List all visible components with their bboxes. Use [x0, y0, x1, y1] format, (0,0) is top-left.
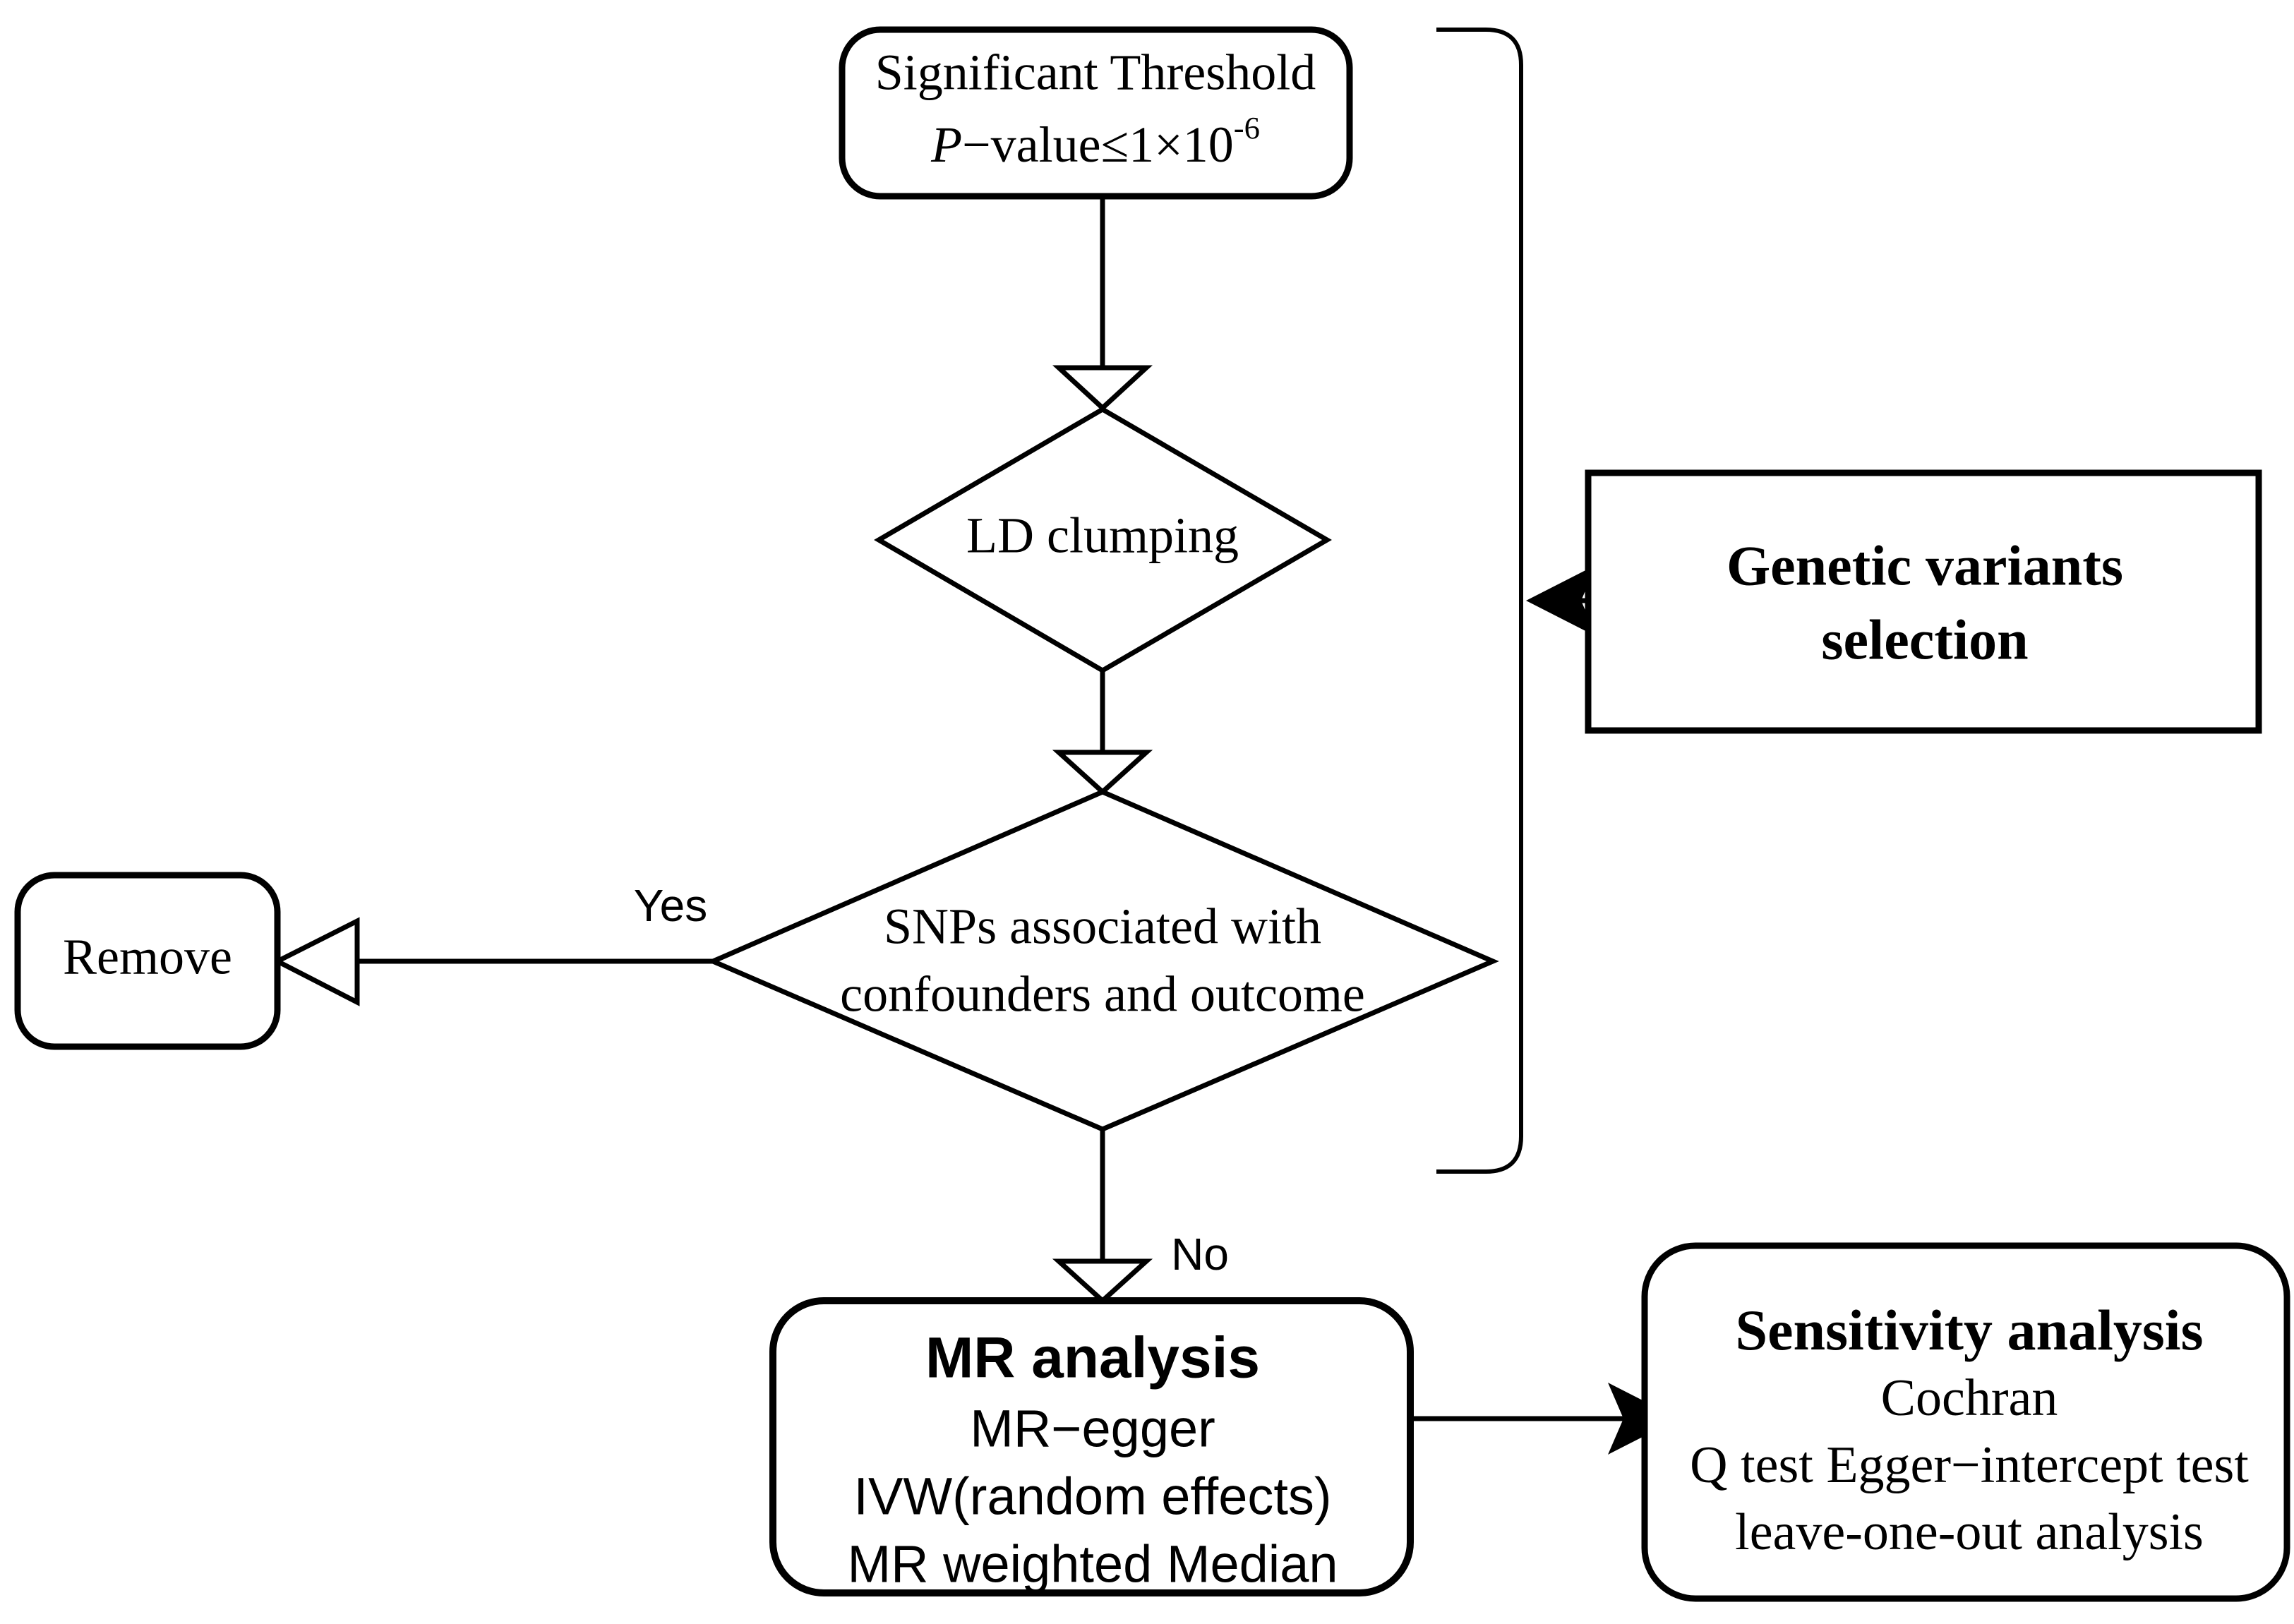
node-snps-association-shape[interactable] [707, 789, 1499, 1132]
node-sensitivity-analysis-item-1: Q test Egger−intercept test [1690, 1436, 2249, 1494]
node-snps-association-line1: SNPs associated with [884, 898, 1321, 955]
node-ld-clumping-label: LD clumping [966, 507, 1239, 564]
node-mr-analysis-shape[interactable] [769, 1297, 1414, 1596]
node-sensitivity-analysis-item-2: leave-one-out analysis [1735, 1503, 2204, 1561]
node-remove-shape[interactable] [14, 872, 281, 1050]
edge-label-no: No [1171, 1229, 1229, 1280]
node-genetic-variants-selection-line2: selection [1821, 609, 2028, 671]
node-mr-analysis-item-1: IVW(random effects) [853, 1467, 1331, 1526]
node-mr-analysis-item-2: MR weighted Median [847, 1535, 1338, 1594]
node-sensitivity-analysis-title: Sensitivity analysis [1736, 1298, 2204, 1362]
node-mr-analysis-item-0: MR−egger [970, 1400, 1215, 1458]
edge-genetic-to-bracket-arrowhead [1526, 565, 1597, 637]
p-value-symbol: P [930, 116, 962, 173]
node-snps-association-line2: confounders and outcome [840, 966, 1365, 1023]
feedback-bracket [1436, 28, 1523, 1174]
edge-snps-to-remove-arrowhead [272, 917, 360, 1006]
node-mr-analysis-title: MR analysis [925, 1326, 1260, 1390]
node-significant-threshold-line2: P−value≤1×10-6 [930, 110, 1260, 172]
node-remove-label: Remove [63, 929, 232, 985]
edge-ld-to-snps-arrowhead [1052, 750, 1153, 795]
node-genetic-variants-selection-line1: Genetic variants [1726, 535, 2123, 597]
edge-threshold-to-ld-arrowhead [1052, 365, 1153, 411]
node-sensitivity-analysis-shape[interactable] [1641, 1242, 2290, 1602]
p-value-exponent: -6 [1234, 110, 1260, 145]
node-significant-threshold-line1: Significant Threshold [875, 44, 1316, 101]
node-significant-threshold-shape[interactable] [839, 26, 1353, 200]
node-genetic-variants-selection-shape[interactable] [1585, 469, 2262, 734]
edge-snps-to-mr-arrowhead [1052, 1258, 1153, 1304]
p-value-body: −value≤1×10 [962, 116, 1234, 173]
node-sensitivity-analysis-item-0: Cochran [1881, 1369, 2058, 1427]
edge-label-yes: Yes [634, 880, 707, 931]
